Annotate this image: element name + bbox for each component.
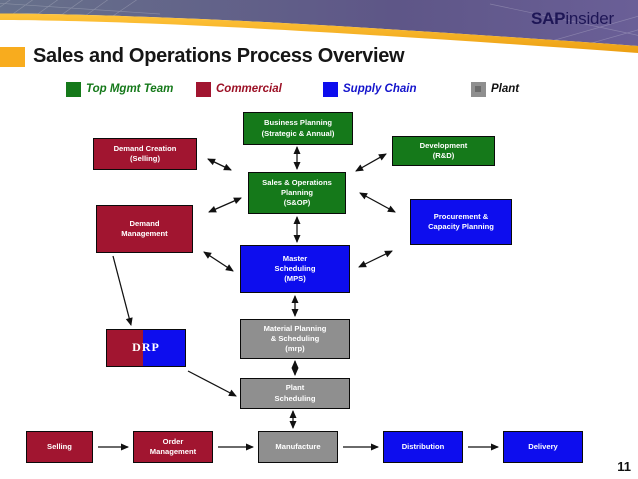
node-label-line: Plant: [285, 383, 305, 393]
node-label-line: Scheduling: [274, 263, 316, 273]
node-label-line: Development: [419, 140, 468, 150]
node-label-line: Sales & Operations: [262, 177, 332, 187]
legend-label-top-mgmt-team: Top Mgmt Team: [86, 83, 174, 95]
double-arrow-connector: [358, 250, 393, 268]
node-label-line: Demand Creation: [113, 143, 177, 153]
brand-insider: insider: [565, 9, 614, 28]
brand-sap: SAP: [530, 9, 566, 28]
node-label-line: Order: [162, 436, 184, 446]
node-label-line: (Selling): [130, 154, 160, 163]
node-label-line: Master: [282, 253, 308, 263]
node-distribution: Distribution: [383, 431, 463, 463]
legend-swatch-top-mgmt-team: [66, 81, 81, 97]
node-label-line: Planning: [280, 187, 314, 197]
node-label-line: Delivery: [528, 441, 558, 451]
double-arrow-connector: [359, 192, 396, 213]
legend-label-supply-chain: Supply Chain: [343, 83, 417, 95]
arrow-connector: [187, 370, 237, 397]
double-arrow-connector: [207, 158, 232, 171]
title-bullet: [0, 47, 25, 67]
node-selling: Selling: [26, 431, 93, 463]
sapinsider-logo: SAPinsider: [531, 9, 614, 29]
legend-swatch-inner-square: [475, 85, 481, 92]
legend-item-commercial: Commercial: [196, 81, 282, 97]
node-delivery: Delivery: [503, 431, 583, 463]
header-band: [0, 0, 638, 53]
legend-item-supply-chain: Supply Chain: [323, 81, 416, 97]
node-label-line: (R&D): [432, 151, 455, 160]
node-label-line: Selling: [47, 441, 72, 451]
node-label-line: Material Planning: [263, 323, 327, 333]
node-material-planning-scheduling: Material Planning& Scheduling(mrp): [240, 319, 350, 359]
node-manufacture: Manufacture: [258, 431, 338, 463]
node-label-line: Management: [149, 447, 197, 456]
node-label-line: Procurement &: [433, 211, 489, 221]
node-label-line: (MPS): [284, 274, 306, 283]
node-label-line: DRP: [132, 340, 160, 355]
node-label-line: (mrp): [285, 344, 305, 353]
legend-label-plant: Plant: [491, 83, 520, 95]
node-label-line: Management: [121, 229, 168, 238]
node-label-line: Capacity Planning: [428, 222, 494, 231]
legend-label-commercial: Commercial: [216, 83, 282, 95]
node-label-line: Distribution: [401, 441, 445, 451]
legend-swatch-supply-chain: [323, 81, 338, 97]
page-number: 11: [617, 459, 631, 474]
double-arrow-connector: [208, 197, 242, 213]
node-demand-creation: Demand Creation(Selling): [93, 138, 197, 170]
legend-swatch-commercial: [196, 81, 211, 97]
node-label-line: Scheduling: [274, 393, 316, 403]
band-shape: [0, 0, 638, 46]
node-label-line: Manufacture: [275, 441, 321, 451]
node-procurement-capacity-planning: Procurement &Capacity Planning: [410, 199, 512, 245]
node-label-line: Business Planning: [264, 118, 332, 128]
yellow-swoosh: [0, 13, 638, 53]
node-business-planning: Business Planning(Strategic & Annual): [243, 112, 353, 145]
double-arrow-connector: [355, 153, 387, 172]
node-label-line: & Scheduling: [270, 333, 320, 343]
double-arrow-connector: [203, 251, 234, 272]
legend-swatch-plant: [471, 81, 486, 97]
node-label-line: Demand: [129, 218, 160, 228]
legend-item-top-mgmt-team: Top Mgmt Team: [66, 81, 173, 97]
node-drp: DRP: [106, 329, 186, 367]
legend-item-plant: Plant: [471, 81, 519, 97]
arrow-connector: [112, 255, 133, 326]
node-label-line: (S&OP): [283, 198, 311, 207]
node-development: Development(R&D): [392, 136, 495, 166]
node-label-line: (Strategic & Annual): [261, 128, 335, 138]
page-title: Sales and Operations Process Overview: [33, 45, 405, 67]
